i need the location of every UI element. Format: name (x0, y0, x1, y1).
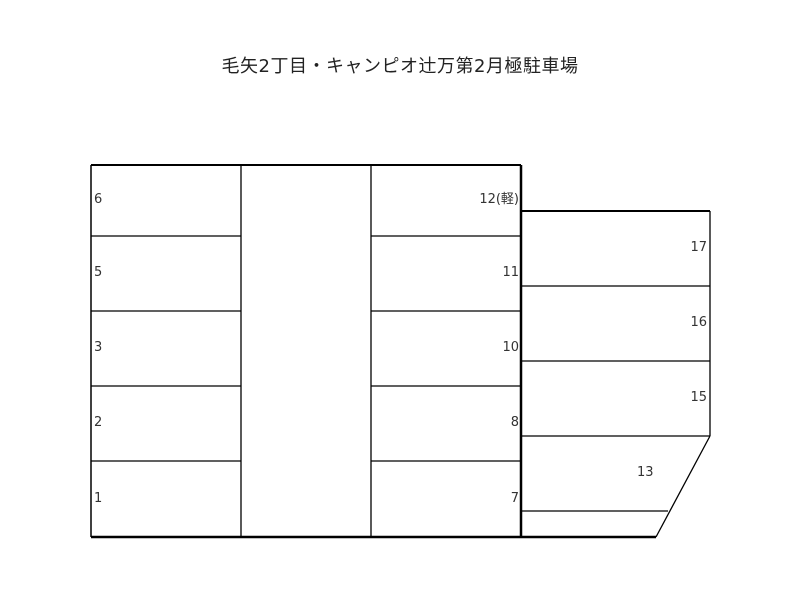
space-11-label: 11 (502, 265, 519, 280)
space-17-label: 17 (690, 240, 707, 255)
space-8-label: 8 (510, 415, 519, 430)
right-block-diagonal-wall (655, 435, 711, 538)
space-10-label: 10 (502, 340, 519, 355)
space-2-label: 2 (94, 415, 103, 430)
space-12-label: 12(軽) (479, 192, 519, 207)
space-3-label: 3 (94, 340, 103, 355)
space-15-label: 15 (690, 390, 707, 405)
space-16-label: 16 (690, 315, 707, 330)
space-13-label: 13 (637, 465, 654, 480)
space-6-label: 6 (94, 192, 103, 207)
space-1-label: 1 (94, 491, 103, 506)
space-7-label: 7 (510, 491, 519, 506)
space-5-label: 5 (94, 265, 103, 280)
page-title: 毛矢2丁目・キャンピオ辻万第2月極駐車場 (221, 56, 579, 77)
